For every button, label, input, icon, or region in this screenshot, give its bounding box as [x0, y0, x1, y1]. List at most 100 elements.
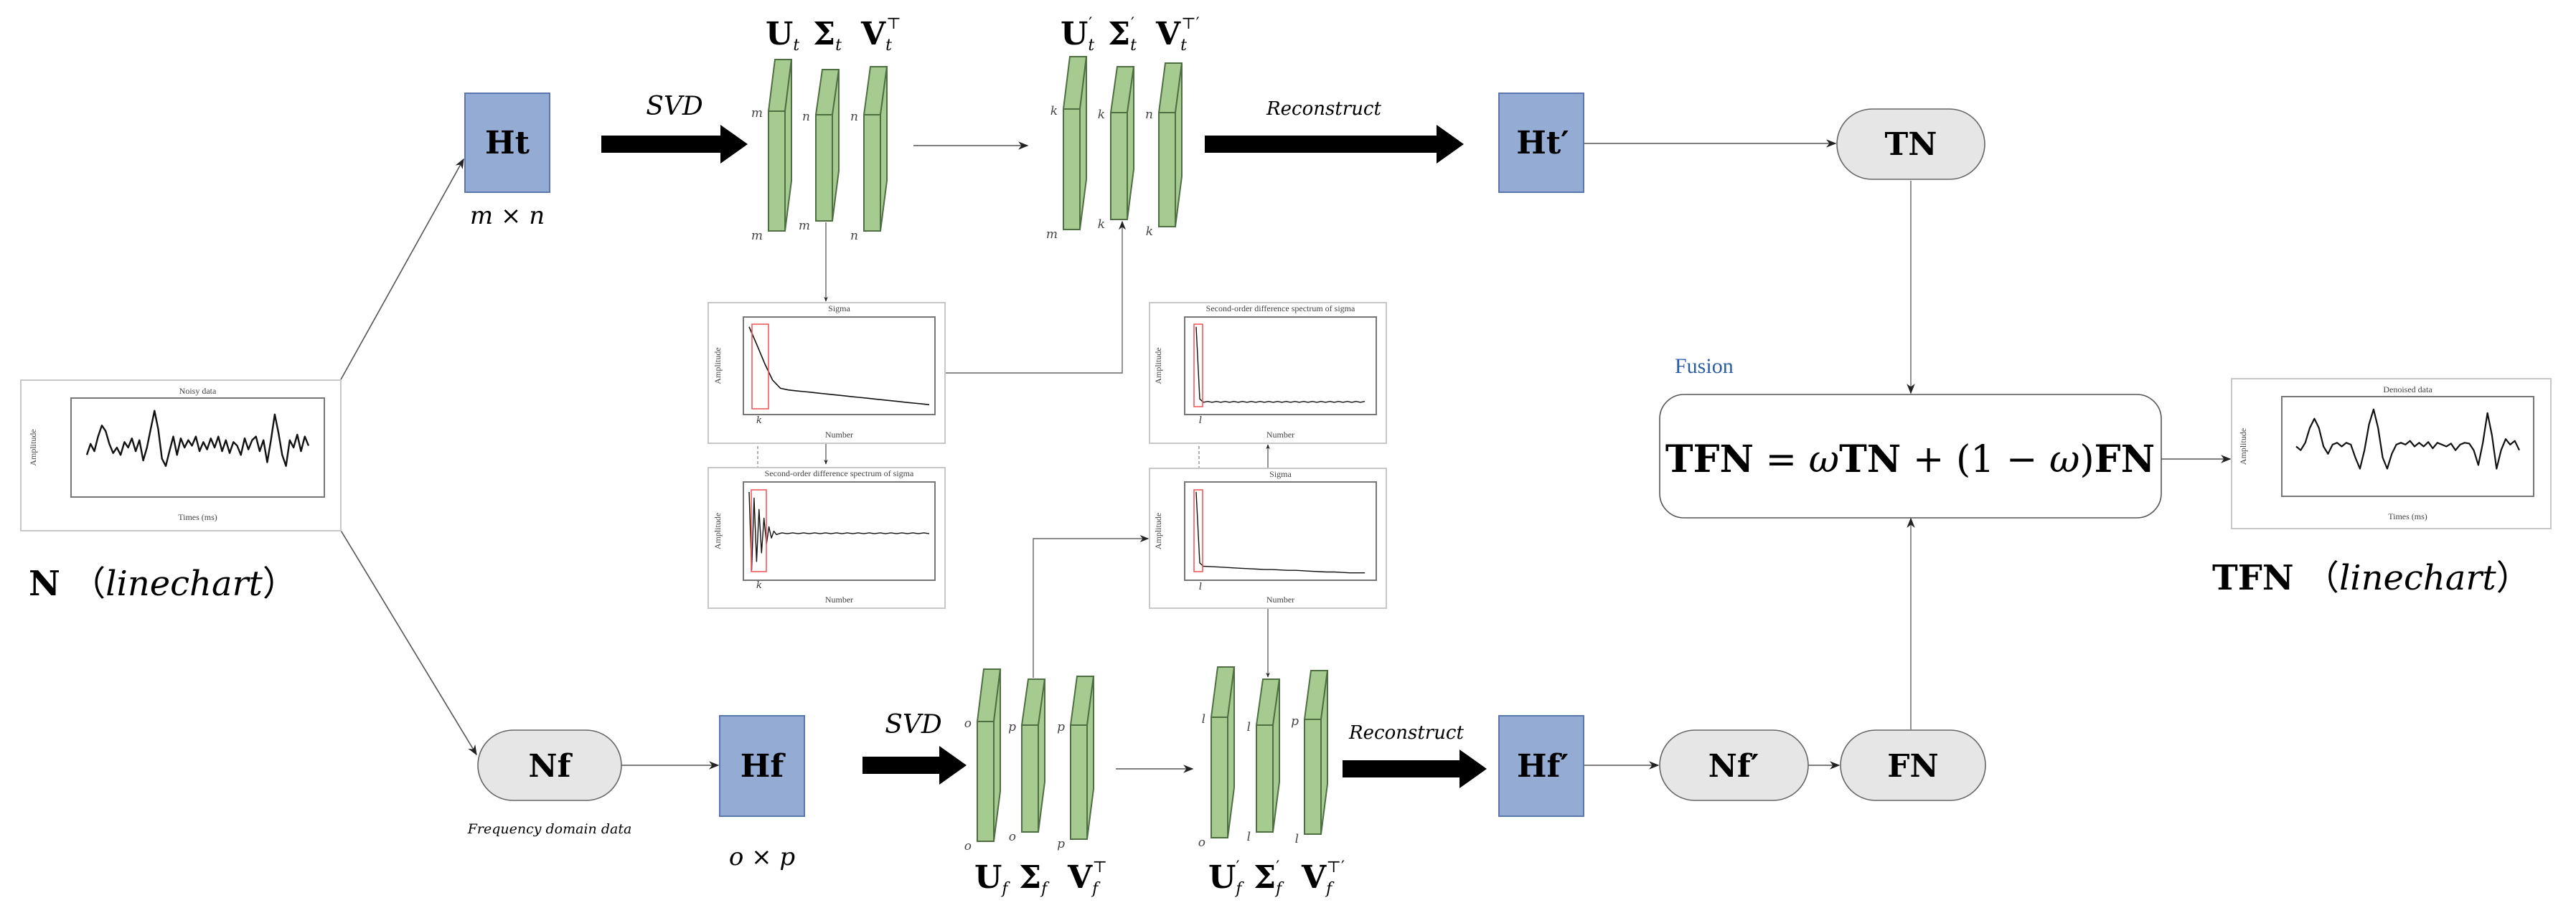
- plot-area: [1184, 316, 1377, 415]
- slab-front-face: [1256, 724, 1274, 833]
- paren-close: ）: [263, 564, 297, 604]
- factor-base: U: [974, 859, 1002, 896]
- dim-label-bottom: o: [964, 839, 972, 853]
- fusion-box: [1659, 394, 2162, 519]
- factor-label: Vf⊤′: [1301, 859, 1345, 898]
- x-axis-label: Times (ms): [178, 512, 217, 522]
- dim-label-bottom: p: [1057, 837, 1065, 851]
- factor-base: V: [1155, 16, 1181, 52]
- factor-base: V: [1301, 859, 1327, 896]
- factor-base: Σ: [1019, 859, 1041, 896]
- factor-subscript: f: [1325, 880, 1335, 898]
- fn-label: FN: [1887, 748, 1938, 785]
- factor-base: U: [766, 16, 793, 52]
- slab-front-face: [1110, 112, 1128, 220]
- arrow-n-to-ht: [339, 158, 464, 382]
- y-axis-label: Amplitude: [1153, 347, 1163, 384]
- fusion-label: Fusion: [1675, 354, 1734, 378]
- nf-label: Nf: [528, 748, 573, 785]
- dim-label-top: l: [1202, 712, 1205, 727]
- slab-front-face: [768, 110, 786, 232]
- factor-base: U: [1061, 16, 1088, 52]
- nfprime-label: Nf′: [1708, 748, 1759, 785]
- hf-label: Hf: [741, 748, 786, 785]
- series-line: [748, 326, 930, 406]
- marker-label: k: [756, 415, 762, 426]
- slab-front-face: [1304, 719, 1322, 835]
- factor-base: V: [860, 16, 886, 52]
- marker-label: l: [1199, 415, 1202, 426]
- factor-subscript: t: [885, 37, 892, 55]
- factor-label: Vt⊤′: [1155, 15, 1200, 55]
- output-caption: TFN （linechart）: [2212, 558, 2531, 598]
- hfprime-matrix-box: [1498, 715, 1584, 817]
- series-line: [748, 491, 930, 571]
- plot-area: [70, 397, 325, 498]
- factor-superscript: ⊤′: [1181, 15, 1200, 33]
- dim-label-top: l: [1247, 720, 1251, 734]
- y-axis-label: Amplitude: [28, 429, 38, 465]
- y-axis-label: Amplitude: [2238, 428, 2248, 465]
- slab-front-face: [815, 114, 833, 222]
- highlight-box: [751, 489, 767, 572]
- chart-diff-f: Second-order difference spectrum of sigm…: [1149, 302, 1387, 444]
- ht-matrix-box: [464, 93, 550, 193]
- dim-label-top: n: [802, 110, 810, 124]
- htprime-matrix-box: [1498, 93, 1584, 193]
- reconstruct-arrow-bottom: [1343, 749, 1487, 788]
- factor-label: Ut ′: [1061, 15, 1094, 55]
- factor-label: Uf′: [1208, 859, 1244, 898]
- paren-open: （: [60, 564, 105, 604]
- dim-label-bottom: o: [1198, 836, 1205, 850]
- chart-title: Sigma: [1269, 469, 1292, 479]
- nf-node: [477, 729, 622, 801]
- chart-diff-t: Second-order difference spectrum of sigm…: [708, 467, 946, 609]
- factor-label: Ut: [766, 16, 799, 55]
- plot-area: [1184, 481, 1377, 581]
- dim-label-bottom: l: [1295, 832, 1299, 846]
- eq-omega: ω: [1809, 438, 1839, 481]
- slab-front-face: [1158, 112, 1176, 227]
- dim-label-bottom: k: [1146, 224, 1153, 239]
- dim-label-bottom: m: [751, 229, 763, 243]
- factor-superscript: ′: [1131, 15, 1134, 33]
- chart-title: Second-order difference spectrum of sigm…: [1206, 303, 1355, 313]
- marker-label: k: [756, 580, 762, 591]
- factor-superscript: ′: [1236, 859, 1240, 876]
- factor-label: Σt: [813, 16, 842, 55]
- chart-title: Second-order difference spectrum of sigm…: [765, 468, 914, 478]
- factor-superscript: ′: [1089, 15, 1092, 33]
- factor-label: Σf′: [1254, 859, 1284, 898]
- chart-title: Denoised data: [2383, 384, 2432, 394]
- dim-label-bottom: l: [1247, 830, 1251, 844]
- slab-front-face: [1021, 724, 1039, 833]
- dim-label-top: m: [751, 106, 763, 120]
- eq-close: ): [2079, 438, 2094, 481]
- factor-base: U: [1208, 859, 1236, 896]
- slab-u-t: m m Ut: [751, 16, 800, 243]
- tn-label: TN: [1885, 126, 1937, 163]
- dim-label-bottom: n: [850, 229, 858, 243]
- output-symbol: TFN: [2212, 558, 2294, 598]
- svd-label-bottom: SVD: [885, 710, 942, 739]
- svd-factor-slabs: mmUtnmΣtnnVt⊤kmUt′kkΣt′nkVt⊤′ooUfpoΣfppV…: [751, 15, 1345, 898]
- y-axis-label: Amplitude: [713, 347, 723, 384]
- factor-base: V: [1067, 859, 1093, 896]
- dim-label-top: o: [964, 717, 972, 731]
- hf-dims: o × p: [729, 843, 795, 871]
- slab-sigma-f-prime: l lΣf′: [1247, 678, 1284, 898]
- factor-label: Σt′: [1108, 15, 1137, 55]
- dim-label-bottom: o: [1009, 830, 1016, 844]
- factor-subscript: t: [1088, 37, 1094, 55]
- thick-arrows: [601, 125, 1487, 788]
- x-axis-label: Number: [1266, 430, 1294, 440]
- series-line: [1195, 491, 1365, 574]
- htprime-label: Ht′: [1516, 125, 1569, 161]
- x-axis-label: Times (ms): [2388, 511, 2427, 521]
- marker-label: l: [1199, 582, 1202, 592]
